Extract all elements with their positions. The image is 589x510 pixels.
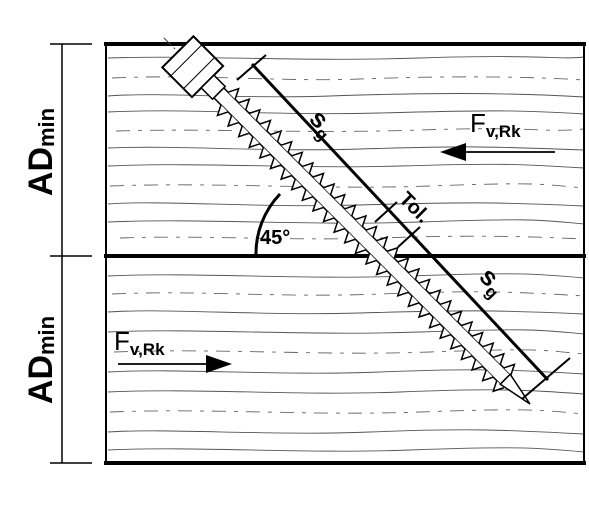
force-label-lower: Fv,Rk xyxy=(114,326,165,359)
ad-dimension-lines xyxy=(50,43,92,464)
screw-thread xyxy=(343,214,368,244)
screw-thread xyxy=(449,320,474,351)
force-arrow-lower xyxy=(118,355,232,373)
screw-thread xyxy=(237,108,262,138)
screw-thread xyxy=(290,161,315,191)
screw-thread xyxy=(216,87,240,117)
tolerance-tick-upper xyxy=(374,201,398,223)
screw-thread xyxy=(322,193,346,223)
screw-thread xyxy=(248,119,272,149)
screw-thread xyxy=(396,267,421,297)
force-label-upper: Fv,Rk xyxy=(470,108,521,141)
screw-thread xyxy=(375,246,399,276)
screw-thread xyxy=(470,342,495,372)
screw-thread xyxy=(279,151,304,181)
sg-label-lower: sg xyxy=(471,261,513,303)
ad-min-label-upper: ADmin xyxy=(22,108,60,196)
screw-thread xyxy=(354,225,378,255)
angle-arc xyxy=(254,192,282,257)
screw-thread xyxy=(439,310,463,340)
tolerance-tick-lower xyxy=(397,226,421,248)
ad-min-label-lower: ADmin xyxy=(22,316,60,404)
screw-tip-icon xyxy=(499,373,531,405)
screw-thread xyxy=(226,98,251,128)
screw-threads xyxy=(216,87,516,393)
screw-thread xyxy=(364,235,389,266)
screw-thread xyxy=(311,182,336,213)
sg-label-upper: sg xyxy=(301,103,343,145)
angle-label: 45° xyxy=(260,227,290,249)
screw-thread xyxy=(332,204,357,234)
screw-thread xyxy=(269,140,293,170)
screw-thread xyxy=(460,331,484,361)
screw-thread xyxy=(258,129,283,160)
force-arrow-upper xyxy=(440,143,555,161)
screw-thread xyxy=(417,288,442,319)
screw-thread xyxy=(428,299,452,329)
sg-dimension xyxy=(236,54,571,400)
screw-thread xyxy=(385,257,410,287)
screw-thread xyxy=(492,363,516,393)
screw-thread xyxy=(301,172,325,202)
lower-member-grain xyxy=(107,273,585,453)
screw-thread xyxy=(481,352,506,382)
screw xyxy=(160,34,531,405)
screw-thread xyxy=(407,278,431,308)
